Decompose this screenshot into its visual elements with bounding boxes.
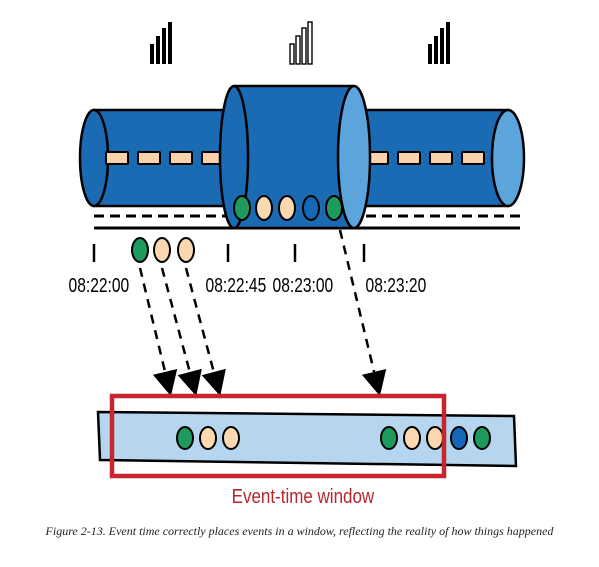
event-arrows [138, 229, 387, 397]
signal-bars-icon [150, 22, 172, 64]
figure-caption: Figure 2-13. Event time correctly places… [45, 524, 554, 538]
time-label: 08:23:20 [366, 274, 427, 296]
events-in-pipe [233, 195, 343, 221]
events-below-timeline [131, 237, 195, 263]
signal-bars-outline-icon [289, 21, 313, 65]
window-label: Event-time window [232, 485, 375, 508]
signal-bars-icon [428, 22, 450, 64]
time-label: 08:22:00 [69, 274, 130, 296]
events-in-window [176, 426, 491, 450]
processing-time-bar [96, 410, 518, 468]
time-label: 08:22:45 [206, 274, 267, 296]
time-label: 08:23:00 [273, 274, 334, 296]
pipe-middle [218, 84, 372, 230]
packets-left [105, 151, 225, 165]
event-time-window-outline [109, 393, 447, 479]
timeline-ticks [92, 244, 366, 262]
